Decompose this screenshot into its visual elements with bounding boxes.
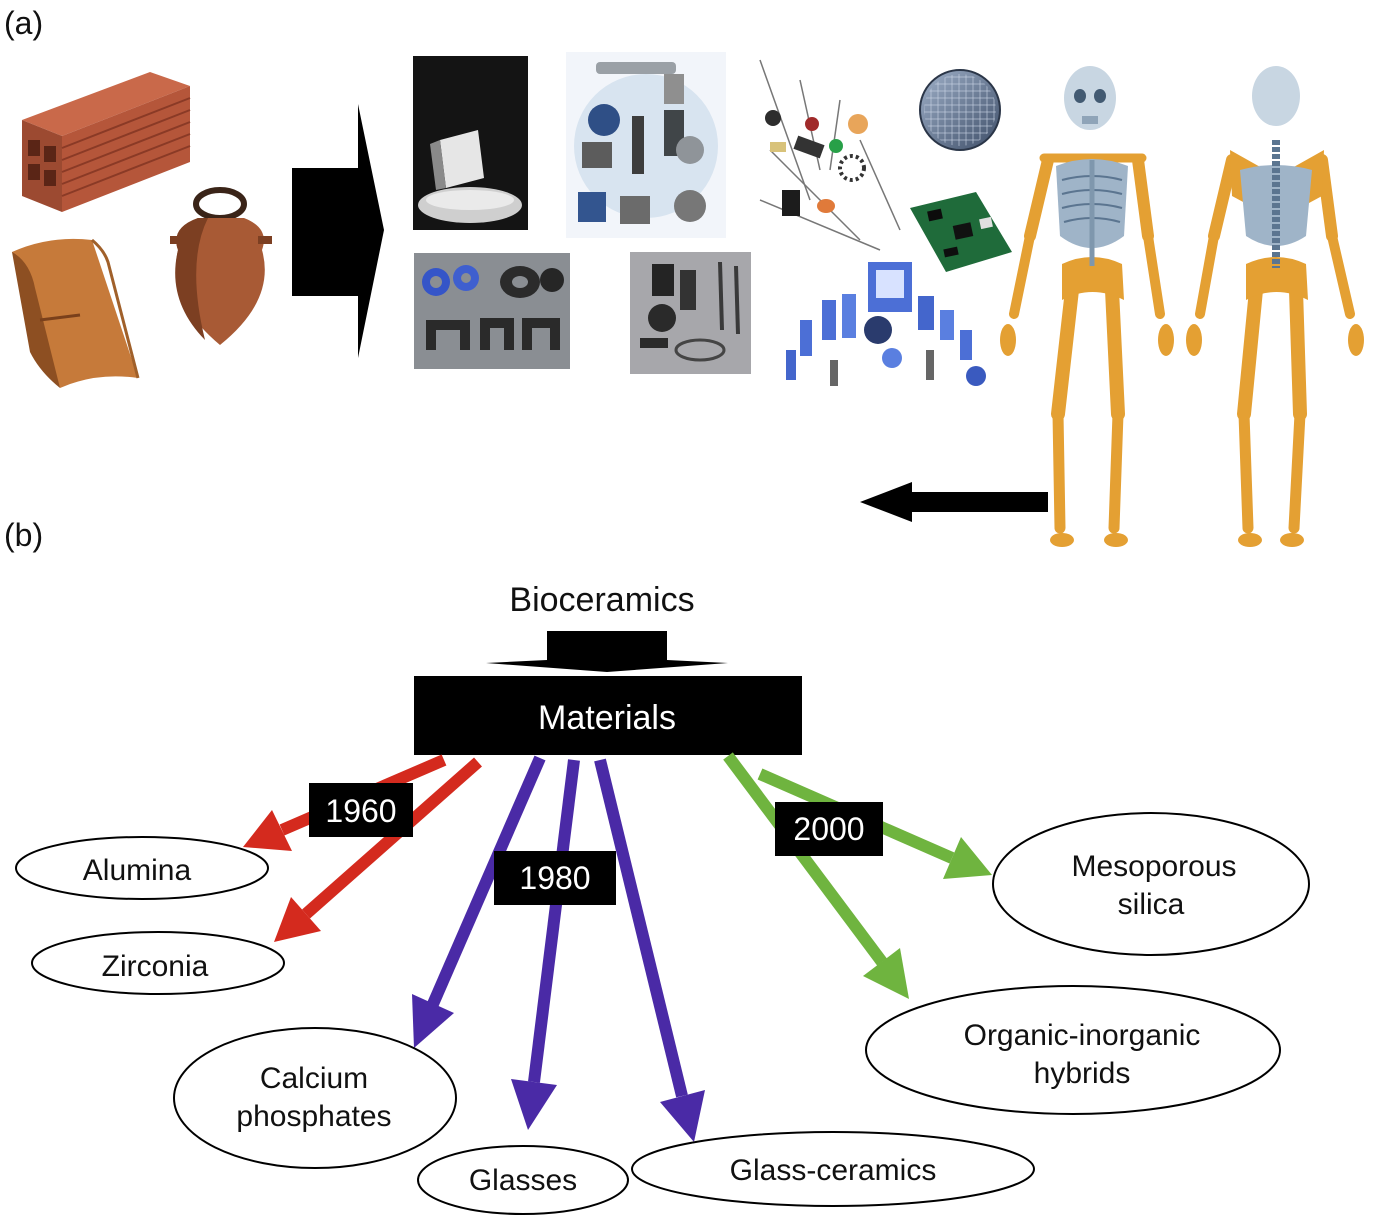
node-glasses: Glasses: [417, 1145, 629, 1215]
industrial-sensors-illustration: [786, 262, 986, 386]
materials-label: Materials: [538, 699, 676, 737]
node-glass-ceramics: Glass-ceramics: [631, 1131, 1035, 1207]
clay-jug-illustration: [170, 187, 272, 345]
arrows-2000: [723, 752, 992, 999]
svg-text:phosphates: phosphates: [236, 1100, 391, 1133]
era-1960-label: 1960: [325, 793, 396, 829]
svg-text:Alumina: Alumina: [83, 854, 192, 887]
bioceramics-title: Bioceramics: [509, 581, 694, 619]
era-2000-box: [775, 802, 883, 856]
era-2000-label: 2000: [793, 811, 864, 847]
roof-tile-illustration: [12, 238, 140, 388]
arrows-1980: [412, 755, 705, 1142]
era-1980-label: 1980: [519, 860, 590, 896]
right-arrow-icon: [292, 104, 384, 358]
svg-text:Organic-inorganic: Organic-inorganic: [964, 1019, 1201, 1052]
svg-text:hybrids: hybrids: [1034, 1057, 1131, 1090]
node-zirconia: Zirconia: [31, 931, 285, 995]
brick-illustration: [22, 72, 191, 212]
skeleton-back-illustration: [1186, 66, 1364, 547]
node-organic-inorganic-hybrids: Organic-inorganic hybrids: [865, 985, 1281, 1115]
svg-text:Zirconia: Zirconia: [102, 950, 209, 983]
node-alumina: Alumina: [15, 836, 269, 900]
ferrite-cores-photo: [414, 253, 570, 369]
left-arrow-icon: [860, 482, 1048, 522]
node-calcium-phosphates: Calcium phosphates: [173, 1027, 457, 1169]
node-mesoporous-silica: Mesoporous silica: [992, 812, 1310, 956]
era-1980-box: [494, 851, 616, 905]
ceramic-components-photo: [630, 252, 751, 374]
panel-b-label: (b): [4, 517, 43, 553]
down-arrow-icon: [486, 631, 728, 672]
sensor-parts-photo: [566, 52, 726, 238]
svg-text:silica: silica: [1118, 888, 1185, 921]
materials-box: [414, 676, 802, 755]
electronic-parts-illustration: [759, 59, 901, 251]
magnet-powder-photo: [413, 56, 528, 230]
svg-text:Glasses: Glasses: [469, 1164, 577, 1197]
svg-text:Mesoporous: Mesoporous: [1071, 850, 1236, 883]
skeleton-front-illustration: [1000, 66, 1174, 547]
silicon-wafer-illustration: [919, 69, 1001, 151]
svg-text:Calcium: Calcium: [260, 1062, 368, 1095]
era-1960-box: [309, 783, 413, 837]
circuit-board-illustration: [910, 192, 1012, 272]
svg-text:Glass-ceramics: Glass-ceramics: [730, 1154, 937, 1187]
panel-a-label: (a): [4, 5, 43, 41]
